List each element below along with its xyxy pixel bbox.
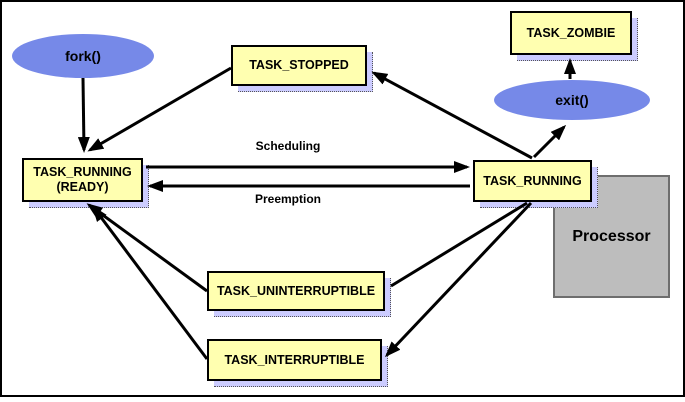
fork-label: fork() [65,47,101,64]
exit-label: exit() [555,91,589,108]
node-exit: exit() [494,80,650,120]
edge-interruptible-to-ready [92,205,209,360]
node-task-running-ready: TASK_RUNNING (READY) [22,158,149,208]
diagram-edges [77,58,576,360]
node-task-zombie: TASK_ZOMBIE [510,11,638,61]
node-task-interruptible: TASK_INTERRUPTIBLE [207,339,388,387]
processor-label: Processor [572,227,651,245]
task-zombie-label: TASK_ZOMBIE [526,25,616,40]
task-running-ready-label: TASK_RUNNING [33,165,132,179]
task-running-ready-sublabel: (READY) [56,180,109,194]
edge-fork-to-ready [77,77,90,153]
edge-stopped-to-ready [87,66,232,152]
edge-running-to-exit [532,124,567,159]
scheduling-edge-label: Scheduling [255,139,321,153]
node-task-running: TASK_RUNNING [473,160,598,208]
edge-running-to-uninterruptible [390,201,528,288]
task-stopped-label: TASK_STOPPED [249,58,349,72]
task-running-label: TASK_RUNNING [483,173,582,188]
edge-uninterruptible-to-ready [86,203,208,293]
edge-running-to-stopped [371,71,533,160]
node-task-uninterruptible: TASK_UNINTERRUPTIBLE [207,271,391,317]
node-task-stopped: TASK_STOPPED [231,45,373,92]
preemption-edge-label: Preemption [254,192,321,206]
task-interruptible-label: TASK_INTERRUPTIBLE [224,352,365,367]
node-fork: fork() [12,34,154,78]
edge-running-to-interruptible [384,201,533,358]
task-uninterruptible-label: TASK_UNINTERRUPTIBLE [216,283,376,298]
